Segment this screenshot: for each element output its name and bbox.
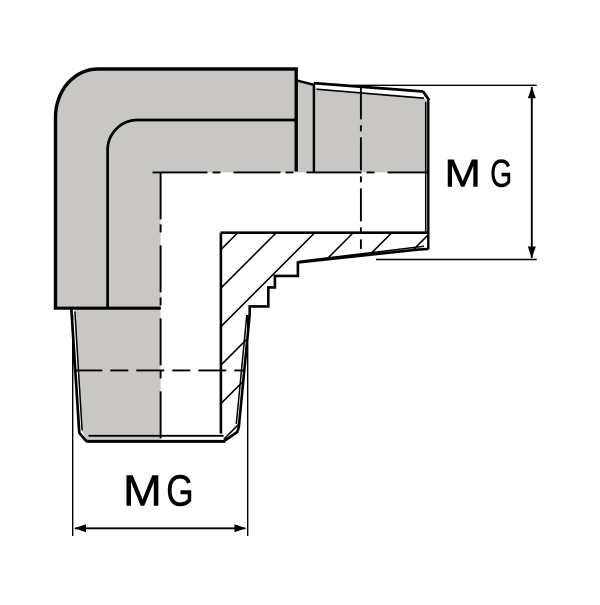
- svg-text:G: G: [166, 467, 193, 516]
- svg-text:M: M: [445, 152, 481, 195]
- svg-text:M: M: [123, 466, 162, 515]
- svg-text:G: G: [490, 152, 512, 196]
